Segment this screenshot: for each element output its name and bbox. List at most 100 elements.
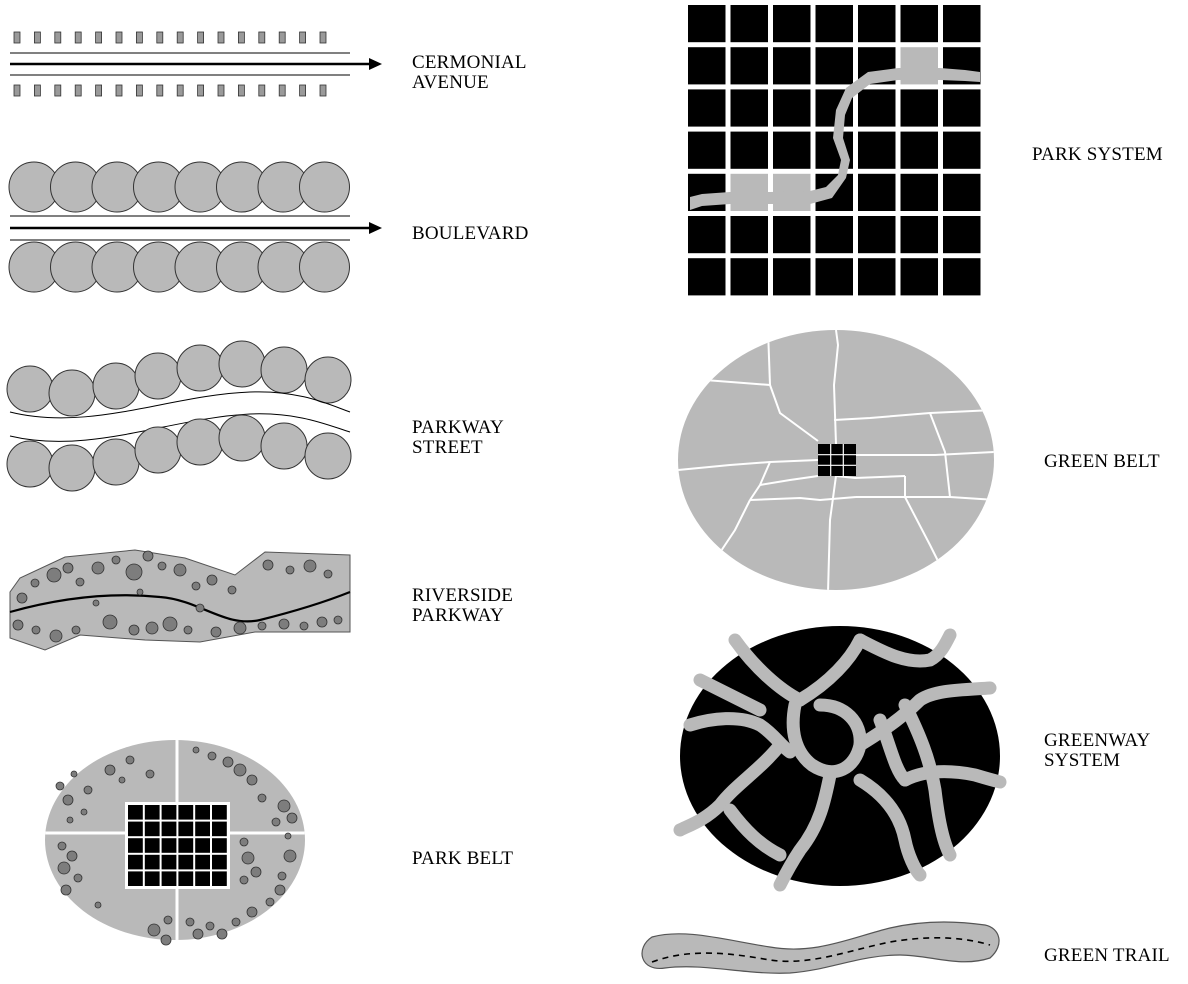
tree-block	[259, 85, 265, 96]
tree	[61, 885, 71, 895]
city-block	[688, 47, 726, 84]
tree	[31, 579, 39, 587]
label-line: PARK BELT	[412, 849, 513, 869]
tree-block	[136, 32, 142, 43]
tree	[50, 630, 62, 642]
city-block	[773, 5, 811, 42]
green-trail-diagram	[642, 922, 999, 973]
label-ceremonial-avenue: CERMONIAL AVENUE	[412, 53, 527, 93]
tree	[119, 777, 125, 783]
tree-block	[96, 32, 102, 43]
riverside-parkway-diagram	[10, 550, 350, 650]
tree	[129, 625, 139, 635]
tree-block	[116, 32, 122, 43]
tree-canopy	[177, 419, 223, 465]
city-block	[858, 216, 896, 253]
tree-block	[198, 85, 204, 96]
city-block	[212, 855, 227, 870]
city-block	[901, 132, 939, 169]
tree	[242, 852, 254, 864]
city-block	[688, 258, 726, 295]
tree-block	[136, 85, 142, 96]
label-green-trail: GREEN TRAIL	[1044, 946, 1170, 966]
city-block	[195, 855, 210, 870]
tree-canopy	[135, 353, 181, 399]
tree	[287, 813, 297, 823]
city-block	[212, 822, 227, 837]
tree	[47, 568, 61, 582]
city-block	[178, 822, 193, 837]
label-line: PARK SYSTEM	[1032, 145, 1163, 165]
tree	[71, 771, 77, 777]
city-block	[128, 855, 143, 870]
parkway-street-bottom-trees	[7, 415, 351, 491]
tree	[161, 935, 171, 945]
tree	[58, 842, 66, 850]
tree	[17, 593, 27, 603]
label-greenway-system: GREENWAY SYSTEM	[1044, 731, 1150, 771]
park-belt-diagram	[40, 730, 310, 950]
label-line: AVENUE	[412, 73, 527, 93]
tree	[278, 872, 286, 880]
city-block	[688, 132, 726, 169]
city-block	[145, 871, 160, 886]
tree	[207, 575, 217, 585]
green-belt-diagram	[678, 330, 995, 592]
tree-block	[300, 85, 306, 96]
city-block	[943, 174, 981, 211]
tree-canopy	[93, 363, 139, 409]
city-block	[145, 822, 160, 837]
city-block	[943, 216, 981, 253]
tree-block	[55, 85, 61, 96]
city-block	[858, 132, 896, 169]
tree	[258, 794, 266, 802]
tree	[63, 795, 73, 805]
city-block	[816, 216, 854, 253]
city-block	[816, 47, 854, 84]
tree	[146, 622, 158, 634]
tree-block	[218, 85, 224, 96]
tree	[164, 916, 172, 924]
park-system-diagram	[685, 3, 983, 299]
city-block	[943, 258, 981, 295]
tree	[300, 622, 308, 630]
tree-block	[259, 32, 265, 43]
label-line: GREENWAY	[1044, 731, 1150, 751]
label-line: GREEN BELT	[1044, 452, 1160, 472]
tree	[56, 782, 64, 790]
tree-block	[198, 32, 204, 43]
tree	[317, 617, 327, 627]
city-block	[858, 89, 896, 126]
tree	[143, 551, 153, 561]
city-block	[901, 174, 939, 211]
tree	[286, 566, 294, 574]
tree	[137, 589, 143, 595]
city-block	[162, 855, 177, 870]
tree	[285, 833, 291, 839]
tree	[103, 615, 117, 629]
tree	[324, 570, 332, 578]
tree	[146, 770, 154, 778]
tree	[72, 626, 80, 634]
tree	[126, 756, 134, 764]
city-block	[162, 822, 177, 837]
city-block	[773, 132, 811, 169]
city-block	[901, 5, 939, 42]
tree-block	[116, 85, 122, 96]
city-block	[195, 822, 210, 837]
label-riverside-parkway: RIVERSIDE PARKWAY	[412, 586, 513, 626]
tree	[58, 862, 70, 874]
tree-block	[157, 85, 163, 96]
label-park-system: PARK SYSTEM	[1032, 145, 1163, 165]
tree	[208, 752, 216, 760]
city-block	[128, 871, 143, 886]
city-block	[688, 5, 726, 42]
city-block	[858, 258, 896, 295]
tree	[81, 809, 87, 815]
city-block	[145, 855, 160, 870]
tree	[63, 563, 73, 573]
city-block	[901, 216, 939, 253]
tree	[105, 765, 115, 775]
tree	[13, 620, 23, 630]
